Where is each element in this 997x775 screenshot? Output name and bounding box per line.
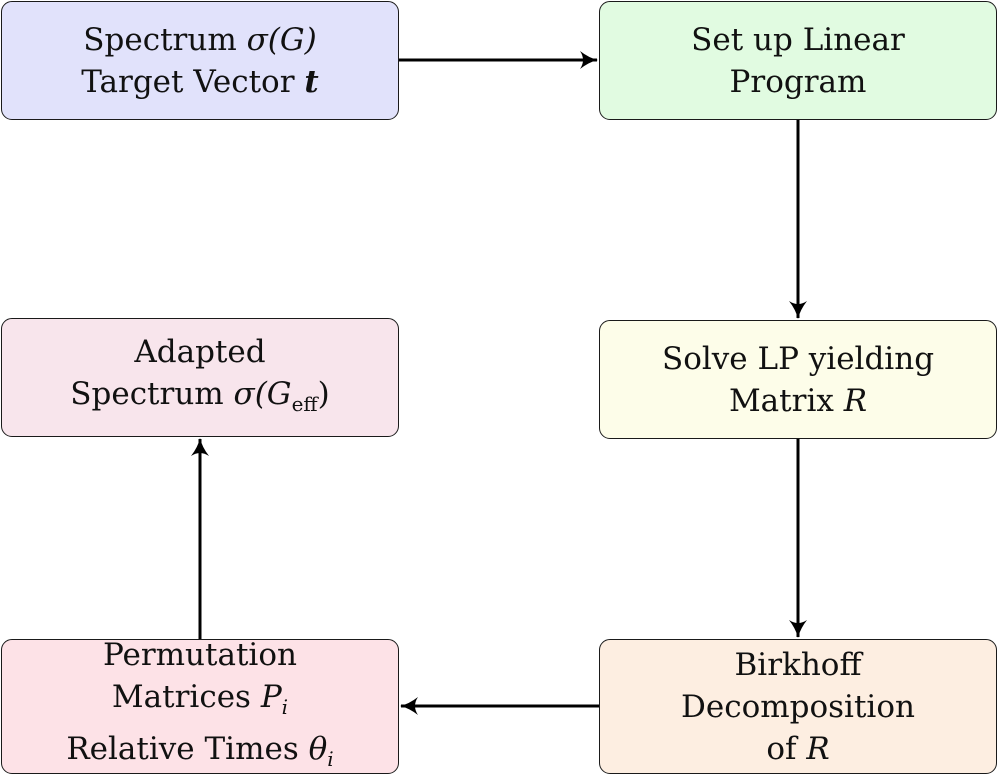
matrix-r-math: R: [843, 382, 868, 419]
setup-lp-node: Set up Linear Program: [599, 1, 997, 120]
adapted-spectrum-node: Adapted Spectrum σ(Geff): [1, 318, 399, 437]
birkhoff-line-2: Decomposition: [681, 688, 915, 725]
theta-subscript: i: [327, 746, 334, 771]
lp-line-1: Set up Linear: [691, 21, 905, 58]
birkhoff-node: Birkhoff Decomposition of R: [599, 639, 997, 774]
solve-line-1: Solve LP yielding: [661, 340, 935, 377]
permutation-line-1: Permutation: [103, 636, 297, 673]
adapted-line-2: Spectrum σ(Geff): [70, 375, 330, 416]
target-vector-math: t: [304, 63, 319, 100]
adapted-close-paren: ): [317, 375, 330, 412]
spectrum-sigma-math: σ(G): [246, 21, 317, 58]
solve-line-2: Matrix R: [728, 382, 868, 419]
p-subscript: i: [281, 694, 289, 719]
input-line-1: Spectrum σ(G): [83, 21, 317, 58]
adapted-line-1: Adapted: [134, 333, 266, 370]
adapted-sigma-math: σ(G: [233, 375, 292, 412]
birkhoff-line-3: of R: [766, 730, 830, 767]
permutation-node: Permutation Matrices Pi Relative Times θ…: [1, 637, 399, 774]
birkhoff-r-math: R: [806, 730, 830, 767]
eff-subscript: eff: [291, 391, 318, 416]
p-math: P: [260, 678, 282, 715]
solve-lp-node: Solve LP yielding Matrix R: [599, 320, 997, 439]
lp-line-2: Program: [729, 63, 867, 100]
theta-math: θ: [308, 730, 328, 767]
permutation-line-2: Matrices Pi: [111, 678, 289, 719]
input-node: Spectrum σ(G) Target Vector t: [1, 1, 399, 120]
birkhoff-line-1: Birkhoff: [734, 646, 862, 683]
input-line-2: Target Vector t: [81, 63, 319, 100]
permutation-line-3: Relative Times θi: [66, 730, 334, 771]
